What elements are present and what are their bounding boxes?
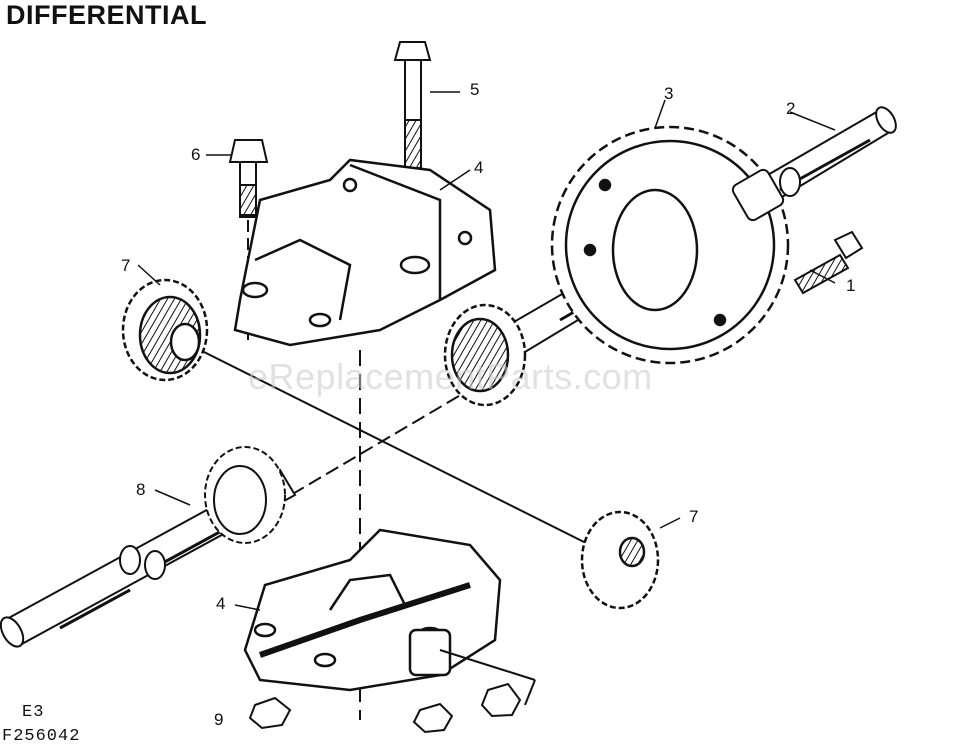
callout-leader-lines: [137, 91, 836, 611]
callout-7-right: 7: [689, 507, 699, 526]
callout-4-top: 4: [474, 158, 484, 177]
callout-5: 5: [470, 80, 480, 99]
bevel-gear-center: [443, 303, 527, 407]
callout-3: 3: [664, 84, 674, 103]
bolt-part-1: [793, 230, 864, 295]
page-code-line-2: F256042: [2, 727, 81, 746]
callout-7-left: 7: [121, 256, 131, 275]
callout-6: 6: [191, 145, 201, 164]
page-code-line-1: E3: [22, 703, 45, 722]
nuts-part-9: [248, 649, 536, 734]
callout-1: 1: [846, 276, 856, 295]
callout-9: 9: [214, 710, 224, 729]
callout-8: 8: [136, 480, 146, 499]
sprocket-hub: [731, 167, 801, 222]
lower-housing-case: [243, 528, 502, 692]
bolt-part-6: [228, 139, 269, 345]
watermark-text: eReplacementParts.com: [248, 356, 653, 397]
callout-2: 2: [786, 99, 796, 118]
callout-4-bottom: 4: [216, 594, 226, 613]
upper-housing-case: [233, 158, 497, 347]
bevel-gear-left: [121, 278, 209, 382]
sprocket-gear: [550, 125, 790, 365]
bevel-gear-right: [580, 510, 660, 610]
diagram-title: DIFFERENTIAL: [6, 0, 207, 30]
axle-shaft-lower: [0, 446, 297, 648]
